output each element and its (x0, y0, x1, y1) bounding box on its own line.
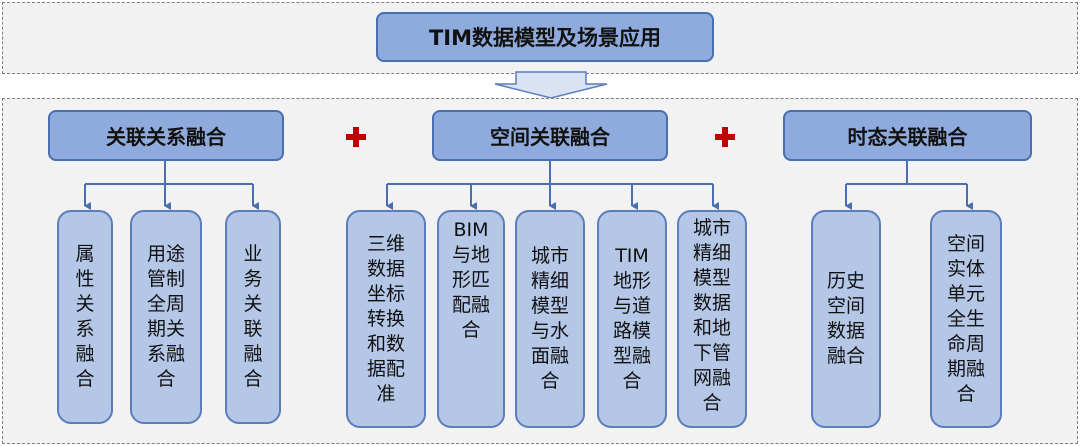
leaf-city-model-water-fusion: 城市精细模型与水面融合 (515, 210, 585, 428)
plus-icon (346, 127, 366, 147)
leaf-3d-coordinate-registration: 三维数据坐标转换和数据配准 (346, 210, 426, 428)
group-header-temporal: 时态关联融合 (783, 110, 1032, 161)
leaf-tim-terrain-road-fusion: TIM地形与道路模型融合 (597, 210, 667, 428)
leaf-attribute-fusion: 属性关系融合 (57, 210, 113, 424)
leaf-business-fusion: 业务关联融合 (225, 210, 281, 424)
group-header-association: 关联关系融合 (48, 110, 284, 161)
leaf-bim-terrain-fusion: BIM与地形匹配融合 (437, 210, 505, 428)
leaf-historical-spatial-fusion: 历史空间数据融合 (811, 210, 881, 428)
leaf-entity-lifecycle-fusion: 空间实体单元全生命周期融合 (930, 210, 1002, 428)
diagram-title: TIM数据模型及场景应用 (376, 12, 714, 62)
plus-icon (715, 127, 735, 147)
group-header-spatial: 空间关联融合 (432, 110, 668, 161)
leaf-city-model-pipeline-fusion: 城市精细模型数据和地下管网融合 (677, 210, 747, 428)
down-arrow-icon (494, 71, 608, 99)
leaf-usage-lifecycle-fusion: 用途管制全周期关系融合 (130, 210, 202, 424)
